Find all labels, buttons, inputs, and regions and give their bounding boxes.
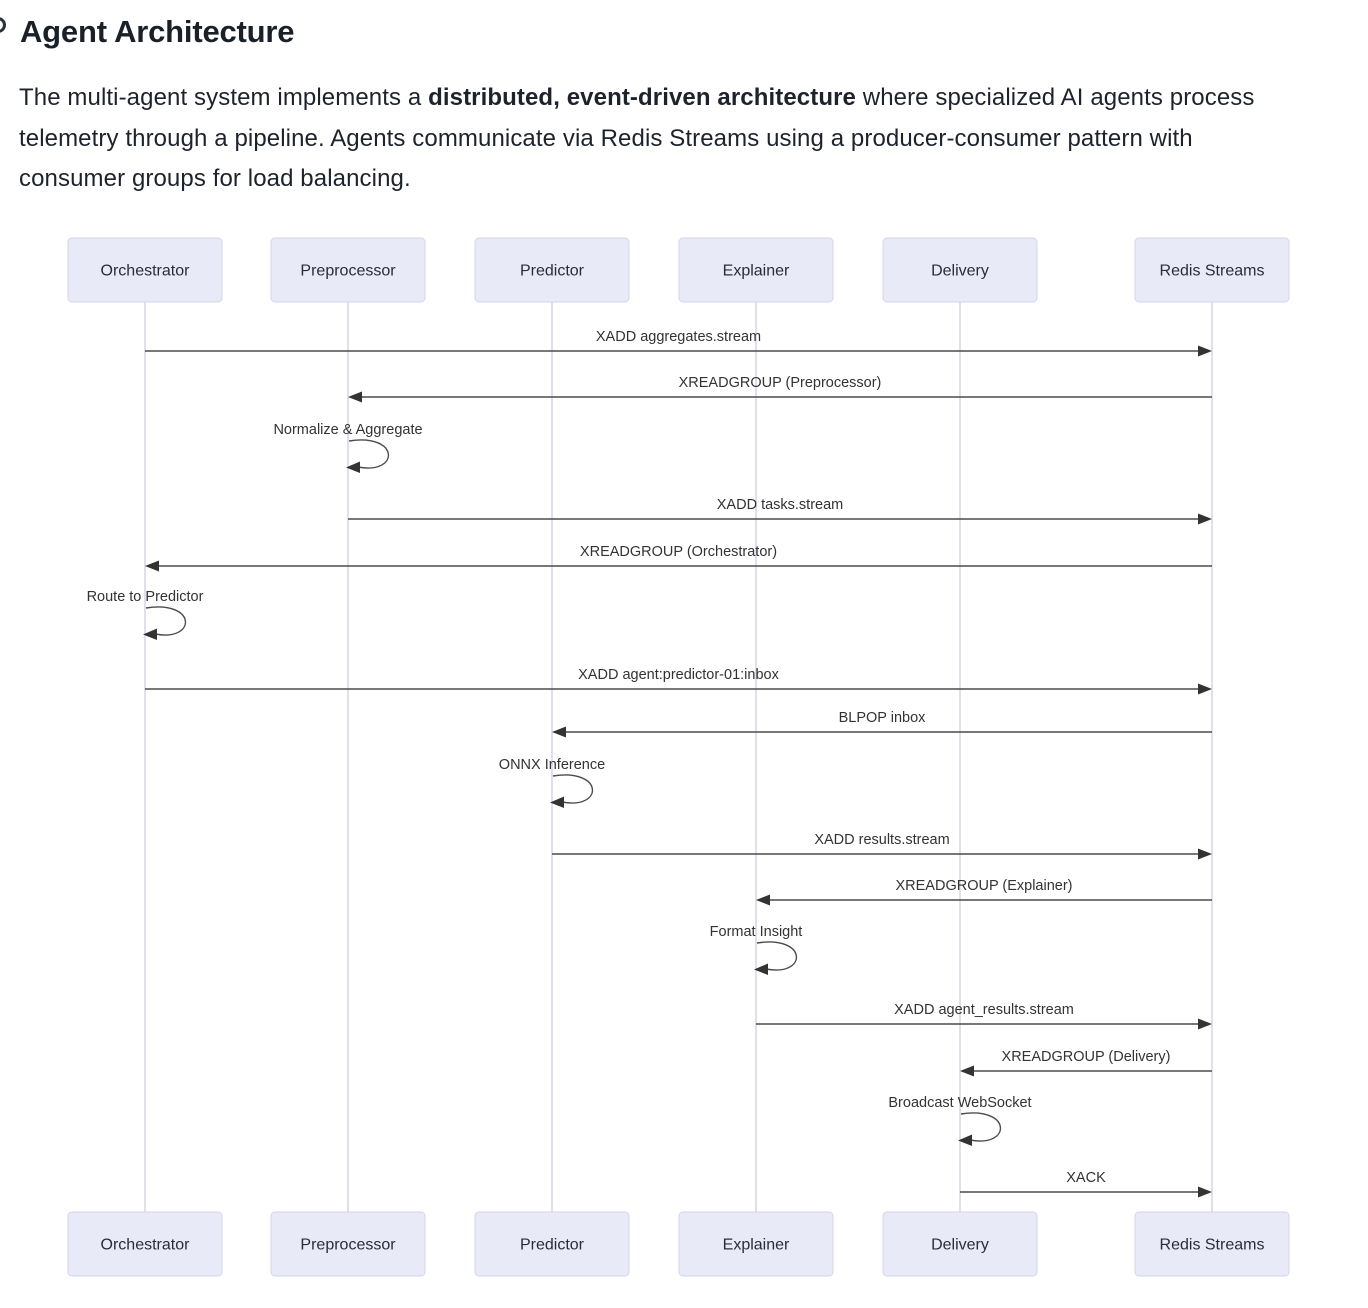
self-loop-arrowhead-8: [550, 796, 564, 808]
message-arrowhead-15: [1198, 1186, 1212, 1198]
intro-line-1-post: where specialized AI agents process: [856, 84, 1255, 111]
self-loop-label-5: Route to Predictor: [87, 589, 204, 605]
self-loop-label-8: ONNX Inference: [499, 757, 605, 773]
message-arrowhead-13: [960, 1065, 974, 1077]
actor-box-top-predictor: [474, 237, 630, 303]
message-label-3: XADD tasks.stream: [717, 497, 844, 513]
message-label-0: XADD aggregates.stream: [596, 329, 761, 345]
actor-box-bottom-explainer: [678, 1211, 834, 1277]
page-title-text: Agent Architecture: [20, 14, 295, 49]
actor-label-top-delivery: Delivery: [931, 263, 989, 280]
message-label-4: XREADGROUP (Orchestrator): [580, 544, 777, 560]
intro-line-1-bold: distributed, event-driven architecture: [428, 84, 856, 111]
self-loop-2: [348, 439, 390, 469]
actor-label-top-explainer: Explainer: [723, 263, 790, 280]
self-loop-arrowhead-2: [346, 461, 360, 473]
intro-line-1-pre: The multi-agent system implements a: [19, 84, 429, 111]
actor-box-bottom-redis: [1134, 1211, 1290, 1277]
message-label-15: XACK: [1066, 1170, 1106, 1186]
actor-box-top-orchestrator: [67, 237, 223, 303]
intro-line-2: telemetry through a pipeline. Agents com…: [19, 124, 1193, 152]
actor-label-top-orchestrator: Orchestrator: [101, 263, 191, 280]
page-title: Agent Architecture: [0, 14, 295, 50]
message-label-13: XREADGROUP (Delivery): [1002, 1049, 1171, 1065]
actor-box-top-explainer: [678, 237, 834, 303]
self-loop-label-2: Normalize & Aggregate: [273, 422, 422, 438]
actor-label-bottom-redis: Redis Streams: [1160, 1237, 1265, 1254]
self-loop-label-14: Broadcast WebSocket: [888, 1095, 1031, 1111]
actor-label-top-preprocessor: Preprocessor: [300, 263, 396, 280]
self-loop-11: [756, 941, 798, 971]
intro-line-3: consumer groups for load balancing.: [19, 165, 411, 192]
intro-line-1: The multi-agent system implements a dist…: [19, 78, 1255, 119]
message-arrowhead-4: [145, 560, 159, 572]
actor-box-bottom-preprocessor: [270, 1211, 426, 1277]
actor-box-top-preprocessor: [270, 237, 426, 303]
actor-label-bottom-orchestrator: Orchestrator: [101, 1237, 191, 1254]
message-label-7: BLPOP inbox: [839, 710, 927, 726]
message-label-12: XADD agent_results.stream: [894, 1002, 1074, 1018]
actor-label-bottom-preprocessor: Preprocessor: [300, 1237, 396, 1254]
message-arrowhead-3: [1198, 513, 1212, 525]
actor-label-bottom-delivery: Delivery: [931, 1237, 989, 1254]
message-arrowhead-10: [756, 894, 770, 906]
message-label-1: XREADGROUP (Preprocessor): [679, 375, 882, 391]
actor-box-bottom-orchestrator: [67, 1211, 223, 1277]
message-arrowhead-1: [348, 391, 362, 403]
actor-label-top-redis: Redis Streams: [1160, 263, 1265, 280]
message-arrowhead-7: [552, 726, 566, 738]
actor-box-top-redis: [1134, 237, 1290, 303]
actor-label-top-predictor: Predictor: [520, 263, 585, 280]
self-loop-arrowhead-14: [958, 1134, 972, 1146]
actor-label-bottom-explainer: Explainer: [723, 1237, 790, 1254]
self-loop-14: [960, 1112, 1002, 1142]
message-label-6: XADD agent:predictor-01:inbox: [578, 667, 779, 683]
self-loop-arrowhead-11: [754, 963, 768, 975]
message-arrowhead-12: [1198, 1018, 1212, 1030]
message-label-10: XREADGROUP (Explainer): [895, 878, 1072, 894]
actor-box-bottom-delivery: [882, 1211, 1038, 1277]
self-loop-arrowhead-5: [143, 628, 157, 640]
self-loop-label-11: Format Insight: [710, 924, 803, 940]
message-label-9: XADD results.stream: [814, 832, 949, 848]
message-arrowhead-9: [1198, 848, 1212, 860]
actor-box-bottom-predictor: [474, 1211, 630, 1277]
actor-box-top-delivery: [882, 237, 1038, 303]
message-arrowhead-6: [1198, 683, 1212, 695]
intro-paragraph: The multi-agent system implements a dist…: [19, 78, 1255, 200]
message-arrowhead-0: [1198, 345, 1212, 357]
self-loop-5: [145, 606, 187, 636]
self-loop-8: [552, 774, 594, 804]
actor-label-bottom-predictor: Predictor: [520, 1237, 585, 1254]
